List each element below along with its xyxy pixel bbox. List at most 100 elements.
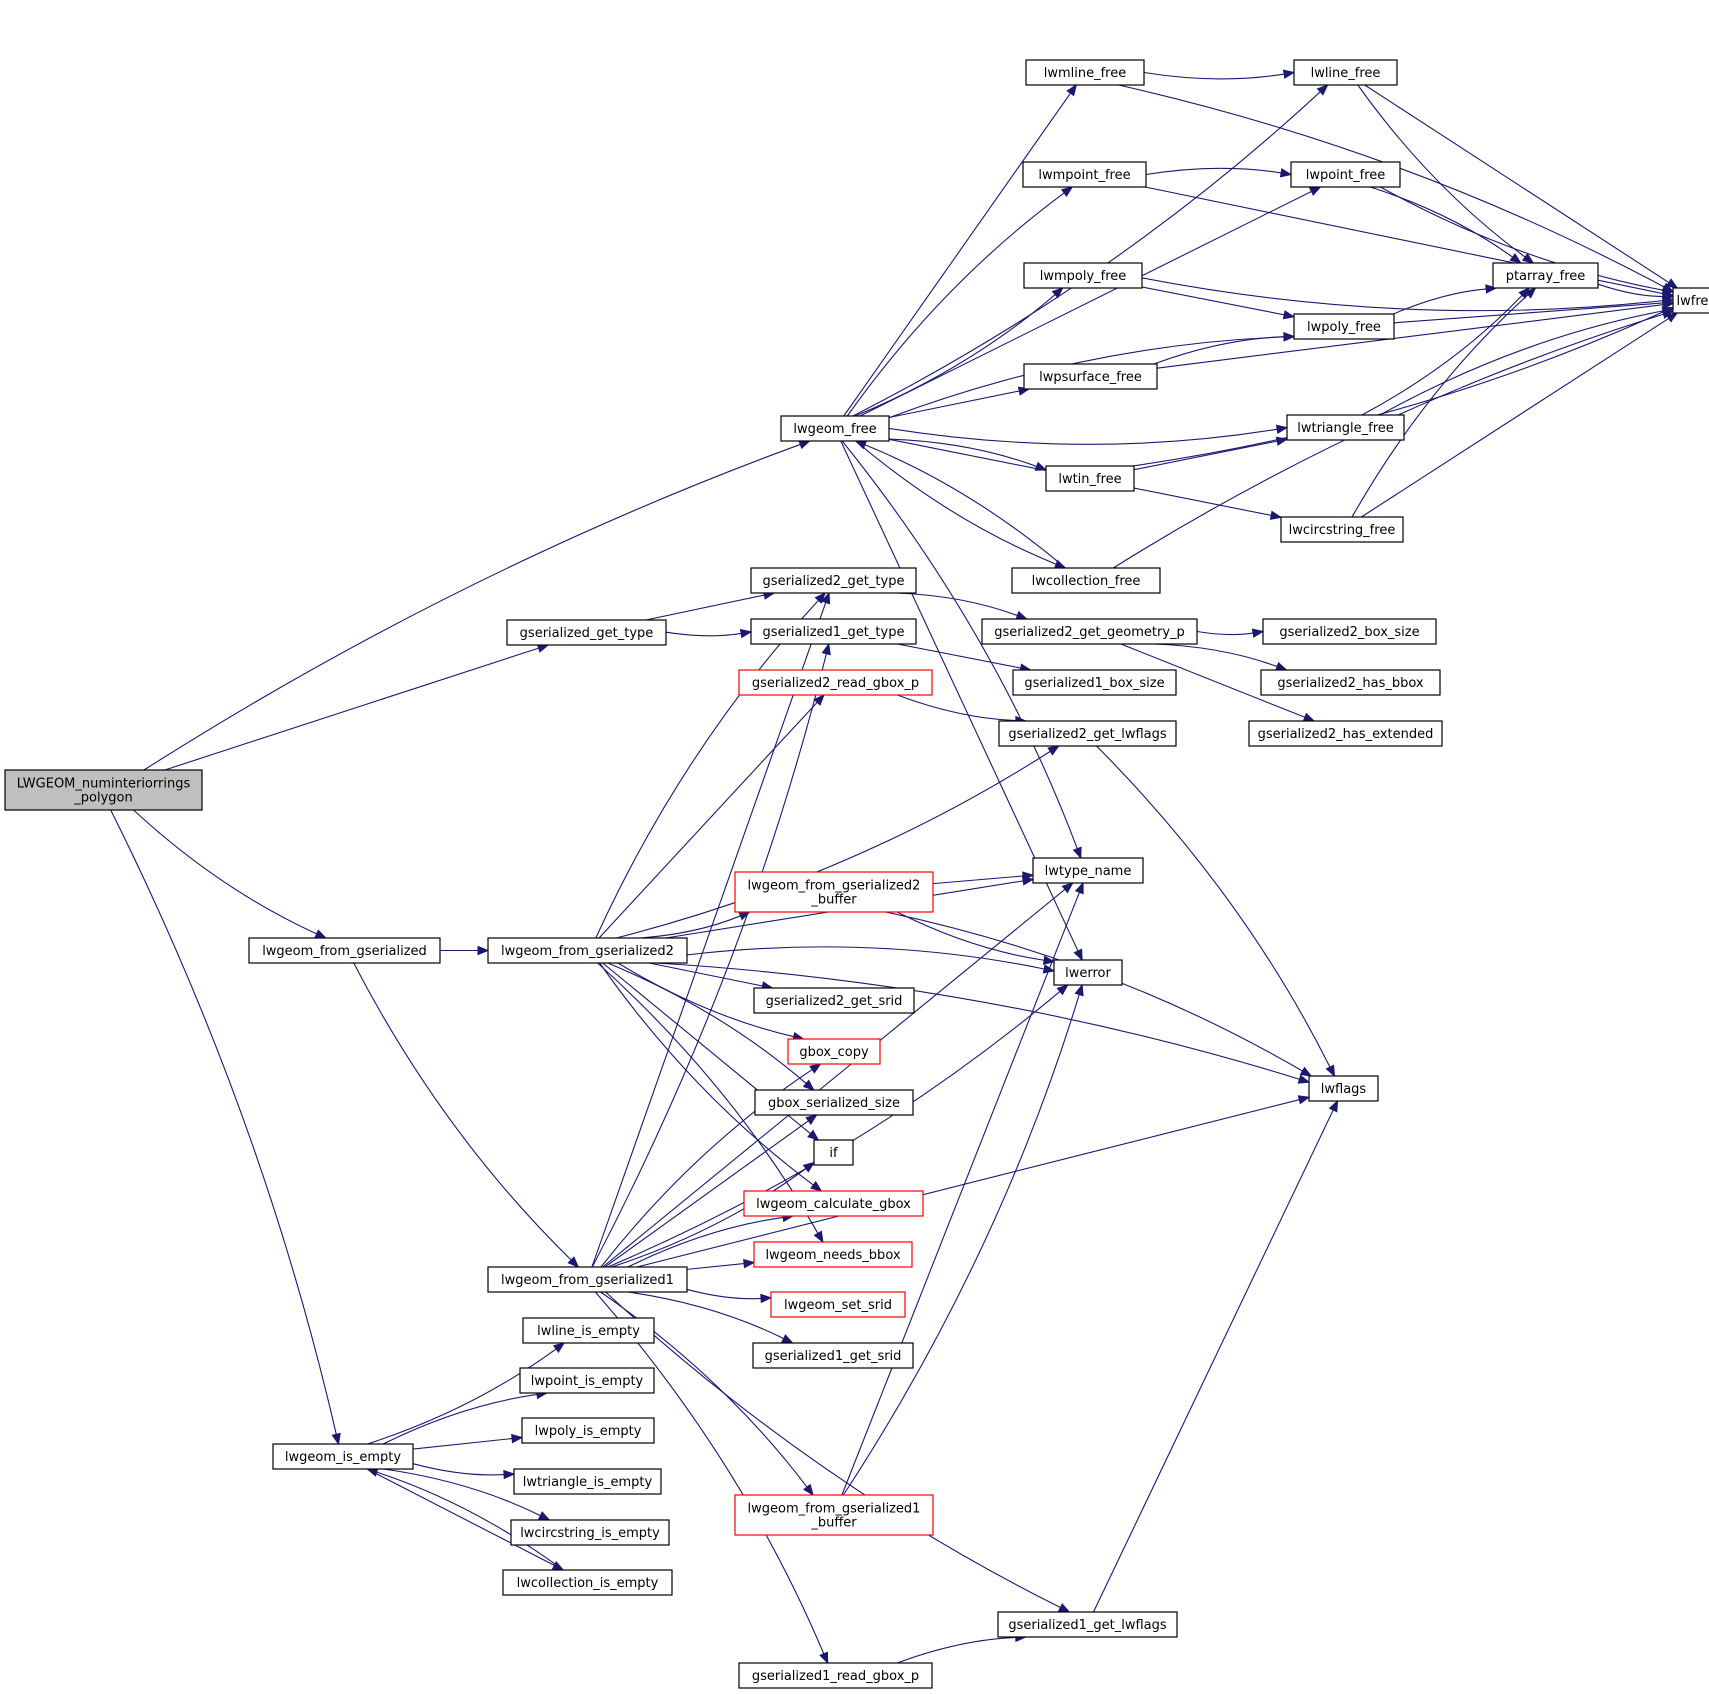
node-gserialized2-has-bbox[interactable]: gserialized2_has_bbox bbox=[1260, 669, 1441, 696]
edge-lwtriangle_free-to-ptarray_free bbox=[1361, 287, 1530, 416]
arrowhead-icon bbox=[331, 1432, 341, 1446]
node-ptarray-free[interactable]: ptarray_free bbox=[1492, 262, 1599, 289]
node-if[interactable]: if bbox=[813, 1139, 854, 1166]
node-lwtin-free[interactable]: lwtin_free bbox=[1045, 465, 1135, 492]
arrowhead-icon bbox=[1302, 712, 1316, 722]
node-lwgeom-is-empty[interactable]: lwgeom_is_empty bbox=[272, 1443, 414, 1470]
node-lwpoint-free[interactable]: lwpoint_free bbox=[1290, 161, 1401, 188]
edge-line bbox=[896, 911, 1045, 961]
arrowhead-icon bbox=[814, 592, 827, 604]
edge-lwgeom_from_gserialized1-to-lwgeom_from_gserialized1_buffer bbox=[600, 1291, 814, 1497]
node-lwcircstring-is-empty[interactable]: lwcircstring_is_empty bbox=[510, 1519, 670, 1546]
arrowhead-icon bbox=[1282, 69, 1296, 79]
node-label: lwpoint_is_empty bbox=[531, 1374, 644, 1389]
node-gserialized2-read-gbox-p[interactable]: gserialized2_read_gbox_p bbox=[738, 669, 933, 696]
edge-line bbox=[640, 915, 741, 939]
edge-line bbox=[932, 875, 1024, 885]
edge-lwline_free-to-ptarray_free bbox=[1357, 84, 1535, 264]
node-gserialized1-get-srid[interactable]: gserialized1_get_srid bbox=[752, 1342, 914, 1369]
node-lwgeom-needs-bbox[interactable]: lwgeom_needs_bbox bbox=[753, 1241, 913, 1268]
node-lwcollection-is-empty[interactable]: lwcollection_is_empty bbox=[502, 1569, 673, 1596]
node-gserialized1-read-gbox-p[interactable]: gserialized1_read_gbox_p bbox=[738, 1662, 933, 1689]
node-gserialized1-box-size[interactable]: gserialized1_box_size bbox=[1012, 669, 1177, 696]
edge-gserialized2_get_geometry_p-to-gserialized2_has_bbox bbox=[1153, 643, 1288, 671]
node-box bbox=[753, 987, 915, 1014]
node-gbox-copy[interactable]: gbox_copy bbox=[787, 1038, 881, 1065]
node-lwpoly-free[interactable]: lwpoly_free bbox=[1293, 313, 1395, 340]
edge-lwcollection_free-to-lwgeom_free bbox=[854, 440, 1066, 569]
edge-lwgeom_from_gserialized2-to-gserialized2_get_lwflags bbox=[616, 745, 1060, 939]
node-lwcircstring-free[interactable]: lwcircstring_free bbox=[1280, 516, 1404, 543]
node-lwpoly-is-empty[interactable]: lwpoly_is_empty bbox=[521, 1417, 655, 1444]
node-lwline-is-empty[interactable]: lwline_is_empty bbox=[522, 1317, 655, 1344]
node-lwgeom-set-srid[interactable]: lwgeom_set_srid bbox=[770, 1291, 906, 1318]
node-lwtype-name[interactable]: lwtype_name bbox=[1032, 857, 1144, 884]
arrowhead-icon bbox=[1665, 278, 1679, 289]
node-gserialized2-box-size[interactable]: gserialized2_box_size bbox=[1262, 618, 1437, 645]
edge-lwgeom_from_gserialized1-to-gserialized1_get_type bbox=[591, 642, 831, 1268]
node-label: if bbox=[829, 1146, 838, 1161]
edge-line bbox=[686, 1263, 745, 1270]
node-box bbox=[981, 618, 1198, 645]
arrowhead-icon bbox=[1072, 846, 1082, 860]
node-lwerror[interactable]: lwerror bbox=[1053, 959, 1123, 986]
node-lwgeom-from-gserialized1-buffer[interactable]: lwgeom_from_gserialized1_buffer bbox=[734, 1494, 934, 1536]
edge-line bbox=[133, 809, 317, 935]
edge-line bbox=[591, 602, 827, 1268]
node-lwgeom-calculate-gbox[interactable]: lwgeom_calculate_gbox bbox=[743, 1190, 924, 1217]
node-label: lwgeom_from_gserialized2 bbox=[501, 944, 674, 959]
node-lwtriangle-free[interactable]: lwtriangle_free bbox=[1286, 414, 1405, 441]
edge-line bbox=[602, 888, 1066, 1268]
edge-line bbox=[897, 1636, 1016, 1664]
node-lwgeom-from-gserialized[interactable]: lwgeom_from_gserialized bbox=[248, 937, 441, 964]
node-gserialized2-get-lwflags[interactable]: gserialized2_get_lwflags bbox=[998, 720, 1177, 747]
edge-line bbox=[888, 438, 1037, 467]
arrowhead-icon bbox=[567, 1256, 580, 1268]
node-lwflags[interactable]: lwflags bbox=[1308, 1075, 1379, 1102]
node-gserialized2-get-geometry-p[interactable]: gserialized2_get_geometry_p bbox=[981, 618, 1198, 645]
edge-line bbox=[855, 440, 1057, 565]
edge-line bbox=[1597, 283, 1664, 298]
edge-line bbox=[655, 962, 1300, 1080]
node-gserialized1-get-lwflags[interactable]: gserialized1_get_lwflags bbox=[997, 1611, 1178, 1638]
arrowhead-icon bbox=[1279, 168, 1293, 178]
node-lwgeom-from-gserialized1[interactable]: lwgeom_from_gserialized1 bbox=[487, 1266, 688, 1293]
node-box bbox=[272, 1443, 414, 1470]
edge-line bbox=[1393, 288, 1487, 315]
edge-line bbox=[1361, 294, 1523, 416]
node-lwfree[interactable]: lwfree bbox=[1672, 287, 1709, 314]
arrowhead-icon bbox=[1066, 83, 1077, 97]
node-lwtriangle-is-empty[interactable]: lwtriangle_is_empty bbox=[513, 1468, 662, 1495]
edge-line bbox=[367, 1468, 555, 1566]
node-lwgeom-free[interactable]: lwgeom_free bbox=[780, 415, 890, 442]
node-label: gserialized2_has_extended bbox=[1258, 727, 1434, 742]
node-box bbox=[1293, 313, 1395, 340]
node-lwgeom-from-gserialized2[interactable]: lwgeom_from_gserialized2 bbox=[487, 937, 688, 964]
node-box bbox=[1280, 516, 1404, 543]
node-lwgeom-from-gserialized2-buffer[interactable]: lwgeom_from_gserialized2_buffer bbox=[734, 871, 934, 913]
node-lwpoint-is-empty[interactable]: lwpoint_is_empty bbox=[519, 1367, 655, 1394]
arrowhead-icon bbox=[1328, 1099, 1339, 1113]
node-lwpsurface-free[interactable]: lwpsurface_free bbox=[1023, 363, 1158, 390]
edge-line bbox=[599, 962, 814, 1186]
edge-line bbox=[382, 1393, 538, 1445]
node-root[interactable]: LWGEOM_numinteriorrings_polygon bbox=[4, 769, 203, 811]
node-gserialized2-get-type[interactable]: gserialized2_get_type bbox=[750, 567, 917, 594]
node-lwline-free[interactable]: lwline_free bbox=[1293, 59, 1398, 86]
node-gserialized-get-type[interactable]: gserialized_get_type bbox=[506, 619, 667, 646]
node-lwcollection-free[interactable]: lwcollection_free bbox=[1011, 567, 1161, 594]
arrowhead-icon bbox=[813, 1230, 824, 1244]
node-lwmpoint-free[interactable]: lwmpoint_free bbox=[1022, 161, 1147, 188]
arrowhead-icon bbox=[743, 1258, 756, 1269]
node-gbox-serialized-size[interactable]: gbox_serialized_size bbox=[754, 1089, 914, 1116]
node-gserialized1-get-type[interactable]: gserialized1_get_type bbox=[750, 618, 917, 645]
arrowhead-icon bbox=[1051, 287, 1064, 299]
edge-root-to-lwgeom_is_empty bbox=[110, 809, 341, 1446]
node-box bbox=[1025, 59, 1145, 86]
node-gserialized2-has-extended[interactable]: gserialized2_has_extended bbox=[1248, 720, 1443, 747]
edge-line bbox=[412, 1438, 513, 1450]
edge-line bbox=[665, 631, 742, 637]
node-lwmpoly-free[interactable]: lwmpoly_free bbox=[1023, 262, 1143, 289]
node-lwmline-free[interactable]: lwmline_free bbox=[1025, 59, 1145, 86]
node-gserialized2-get-srid[interactable]: gserialized2_get_srid bbox=[753, 987, 915, 1014]
